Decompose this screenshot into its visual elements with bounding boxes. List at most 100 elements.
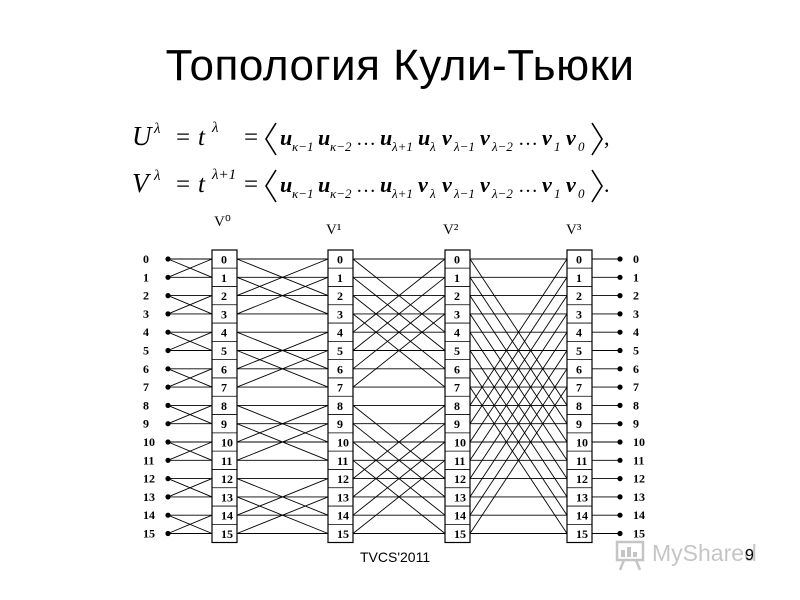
formula2-right-angle xyxy=(591,169,603,203)
formula1-t-sup: λ xyxy=(211,120,219,136)
formula1-term-base: u xyxy=(380,125,392,150)
output-label: 13 xyxy=(633,490,645,504)
output-label: 6 xyxy=(633,362,639,376)
network-wire xyxy=(469,295,568,443)
node-label: 12 xyxy=(454,472,466,486)
node-label: 15 xyxy=(337,527,349,541)
node-label: 9 xyxy=(454,417,460,431)
node-label: 1 xyxy=(337,271,343,285)
network-wire xyxy=(167,295,213,315)
input-node-dot xyxy=(165,256,171,262)
network-wire xyxy=(236,496,329,534)
output-node-dot xyxy=(617,530,623,537)
node-label: 5 xyxy=(221,344,227,358)
node-label: 2 xyxy=(454,289,460,303)
formula2-t-sup: λ+1 xyxy=(211,167,236,183)
input-label: 0 xyxy=(143,252,149,266)
network-wire xyxy=(469,368,568,516)
network-wire xyxy=(236,404,329,443)
output-node-dot xyxy=(617,293,623,299)
output-node-dot xyxy=(617,494,623,500)
formula2-left-angle xyxy=(265,169,277,203)
formula1-term-sub: 0 xyxy=(578,139,585,154)
formula1-ellipsis: … xyxy=(518,128,538,150)
node-label: 7 xyxy=(337,381,343,395)
node-label: 6 xyxy=(221,362,227,376)
node-label: 11 xyxy=(221,454,232,468)
node-label: 10 xyxy=(454,436,466,450)
node-label: 13 xyxy=(221,490,233,504)
node-label: 11 xyxy=(576,454,587,468)
output-label: 15 xyxy=(633,527,645,541)
output-node-dot xyxy=(617,476,623,482)
node-label: 5 xyxy=(454,344,460,358)
formula2-term-sub: κ−2 xyxy=(330,186,352,201)
output-node-dot xyxy=(617,421,623,427)
input-node-dot xyxy=(165,439,171,445)
node-label: 8 xyxy=(576,399,582,413)
input-label: 9 xyxy=(143,417,149,431)
node-label: 10 xyxy=(221,436,233,450)
node-label: 5 xyxy=(576,344,582,358)
node-label: 14 xyxy=(576,509,588,523)
formula1-term-base: v xyxy=(480,125,490,150)
node-label: 7 xyxy=(454,381,460,395)
formula2-eq: = xyxy=(176,171,190,198)
node-label: 3 xyxy=(576,307,582,321)
input-label: 1 xyxy=(143,270,149,284)
node-label: 13 xyxy=(337,490,349,504)
formula1-end: , xyxy=(604,125,610,150)
network-wire xyxy=(352,459,446,534)
node-label: 6 xyxy=(454,362,460,376)
node-label: 4 xyxy=(454,326,460,340)
formula1-term-base: u xyxy=(280,125,292,150)
node-label: 9 xyxy=(337,417,343,431)
network-wire xyxy=(469,277,568,424)
watermark-text: MyShared xyxy=(652,540,757,566)
formula1-right-angle xyxy=(591,122,603,156)
input-node-dot xyxy=(165,274,171,280)
network-wire xyxy=(236,331,329,370)
formula2-eq2: = xyxy=(244,171,258,198)
node-label: 14 xyxy=(221,509,233,523)
input-node-dot xyxy=(165,293,171,299)
network-wire xyxy=(352,313,446,388)
formula1-term-base: u xyxy=(318,125,330,150)
input-label: 3 xyxy=(143,307,149,321)
output-label: 10 xyxy=(633,435,645,449)
formula2-term-sub: λ−1 xyxy=(453,186,475,201)
node-label: 3 xyxy=(221,307,227,321)
node-label: 7 xyxy=(221,381,227,395)
formula2-term-sub: λ xyxy=(429,186,436,201)
node-label: 10 xyxy=(337,436,349,450)
formula1-term-base: u xyxy=(418,125,430,150)
output-node-dot xyxy=(617,366,623,372)
node-label: 2 xyxy=(221,289,227,303)
formula2-term-sub: λ+1 xyxy=(391,186,413,201)
node-label: 12 xyxy=(576,472,588,486)
input-node-dot xyxy=(165,347,171,354)
node-label: 7 xyxy=(576,381,582,395)
formula1-term-base: v xyxy=(566,125,576,150)
network-wire xyxy=(352,423,446,498)
formula2-term-base: u xyxy=(280,172,292,197)
output-label: 2 xyxy=(633,289,639,303)
node-label: 13 xyxy=(576,490,588,504)
node-label: 9 xyxy=(576,417,582,431)
formula1-left-angle xyxy=(265,122,277,156)
formula2-term-base: v xyxy=(542,172,552,197)
stage-label: V² xyxy=(443,222,459,238)
formula1-term-sub: κ−1 xyxy=(292,139,314,154)
output-node-dot xyxy=(617,347,623,354)
node-label: 5 xyxy=(337,344,343,358)
output-label: 0 xyxy=(633,252,639,266)
network-wire xyxy=(236,350,329,388)
network-wire xyxy=(352,405,446,479)
formula1-term-sub: λ+1 xyxy=(391,139,413,154)
network-wire xyxy=(469,386,568,534)
formula2-ellipsis: … xyxy=(518,175,538,197)
network-wire xyxy=(167,331,213,351)
